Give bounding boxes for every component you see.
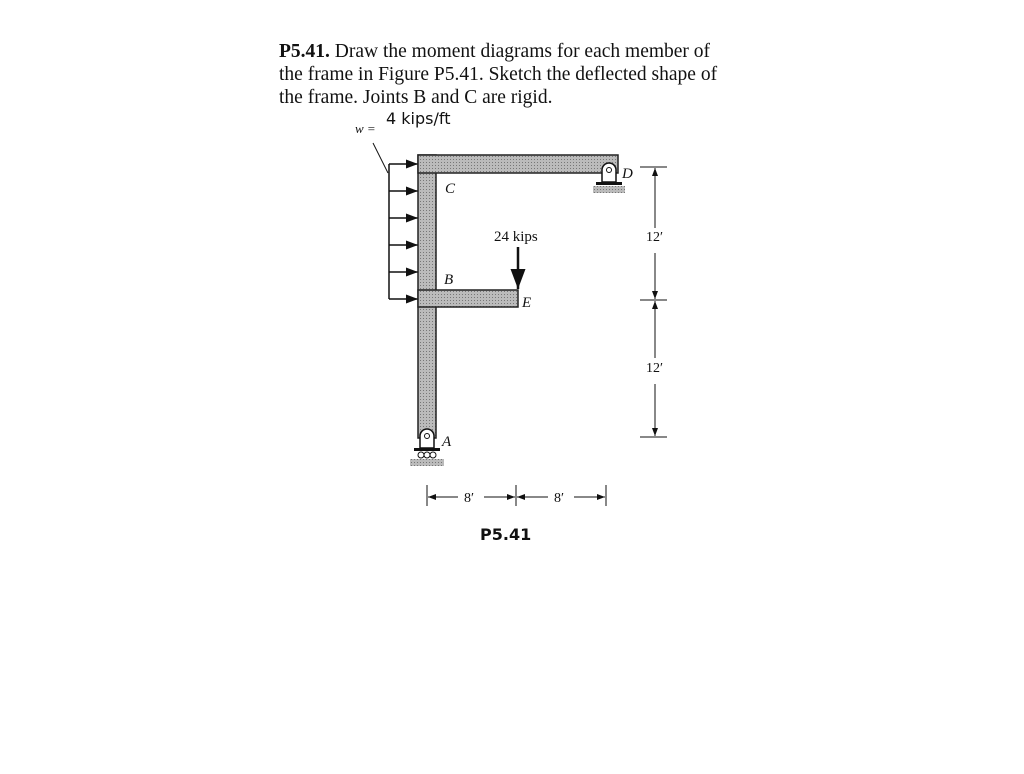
horizontal-dimensions	[426, 485, 607, 506]
problem-number: P5.41.	[279, 41, 330, 62]
beam-cd	[417, 154, 619, 174]
beam-be	[417, 289, 519, 308]
figure-caption: P5.41	[480, 525, 531, 544]
problem-line-1: Draw the moment diagrams for each member…	[334, 41, 711, 62]
problem-line-3: the frame. Joints B and C are rigid.	[279, 87, 553, 108]
joint-e-label: E	[521, 295, 531, 311]
point-load-label: 24 kips	[494, 229, 538, 245]
roller-support-a	[410, 428, 444, 466]
load-pointer	[372, 142, 389, 174]
pin-support-d	[593, 162, 625, 193]
vertical-dimensions	[640, 166, 667, 438]
problem-line-2: the frame in Figure P5.41. Sketch the de…	[279, 64, 718, 85]
dim-upper-12ft: 12′	[646, 230, 663, 245]
joint-b-label: B	[444, 272, 453, 288]
load-value: 4 kips/ft	[386, 109, 450, 128]
load-w-label: w =	[355, 121, 376, 136]
joint-d-label: D	[621, 166, 633, 182]
dim-right-8ft: 8′	[554, 491, 564, 506]
joint-a-label: A	[441, 434, 452, 450]
dim-left-8ft: 8′	[464, 491, 474, 506]
distributed-load	[388, 159, 418, 304]
problem-statement: P5.41. Draw the moment diagrams for each…	[279, 40, 717, 109]
dim-lower-12ft: 12′	[646, 361, 663, 376]
joint-c-label: C	[445, 181, 456, 197]
